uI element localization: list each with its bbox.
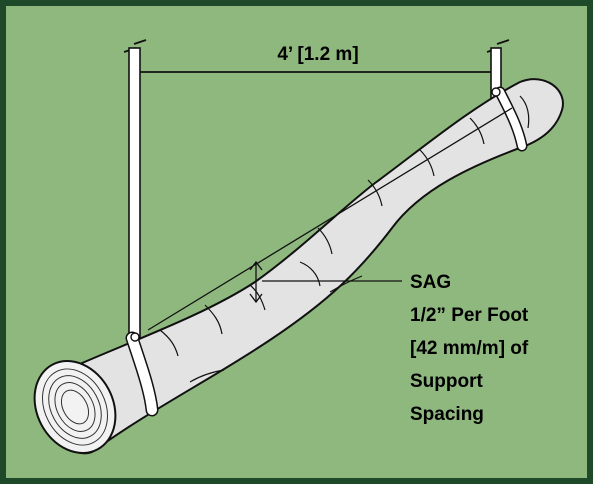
- duct-creases: [159, 95, 530, 383]
- duct-open-end: [33, 360, 117, 454]
- sag-arrow-down: [249, 293, 263, 304]
- left-hanger-hook: [130, 332, 140, 342]
- right-hanger-hook: [491, 87, 501, 97]
- duct-crease: [189, 369, 225, 383]
- duct-crease: [367, 179, 383, 207]
- flexible-duct-body: [45, 78, 564, 455]
- left-support-band: [127, 333, 157, 415]
- coil-line: [60, 389, 90, 425]
- duct-crease: [519, 95, 530, 129]
- duct-crease: [317, 227, 333, 255]
- coil-line: [54, 382, 96, 432]
- duct-end-coils: [42, 368, 108, 446]
- duct-crease: [329, 275, 363, 293]
- sag-label-line: SAG: [410, 272, 451, 293]
- coil-line: [48, 375, 102, 439]
- left-hanger-strap: [128, 47, 141, 344]
- duct-crease: [159, 329, 179, 357]
- duct-crease: [419, 149, 435, 177]
- duct-crease: [299, 261, 321, 287]
- sag-arrow-up: [249, 260, 263, 271]
- duct-crease: [249, 284, 266, 311]
- right-support-band: [496, 88, 526, 150]
- coil-line: [42, 368, 108, 446]
- support-reference-line: [147, 107, 513, 331]
- sag-label-line: Support: [410, 371, 483, 392]
- duct-crease: [469, 117, 485, 145]
- sag-label-line: Spacing: [410, 404, 484, 425]
- sag-label-line: 1/2” Per Foot: [410, 305, 529, 326]
- duct-crease: [204, 304, 223, 335]
- spacing-label: 4’ [1.2 m]: [277, 44, 358, 65]
- sag-label-line: [42 mm/m] of: [410, 338, 529, 359]
